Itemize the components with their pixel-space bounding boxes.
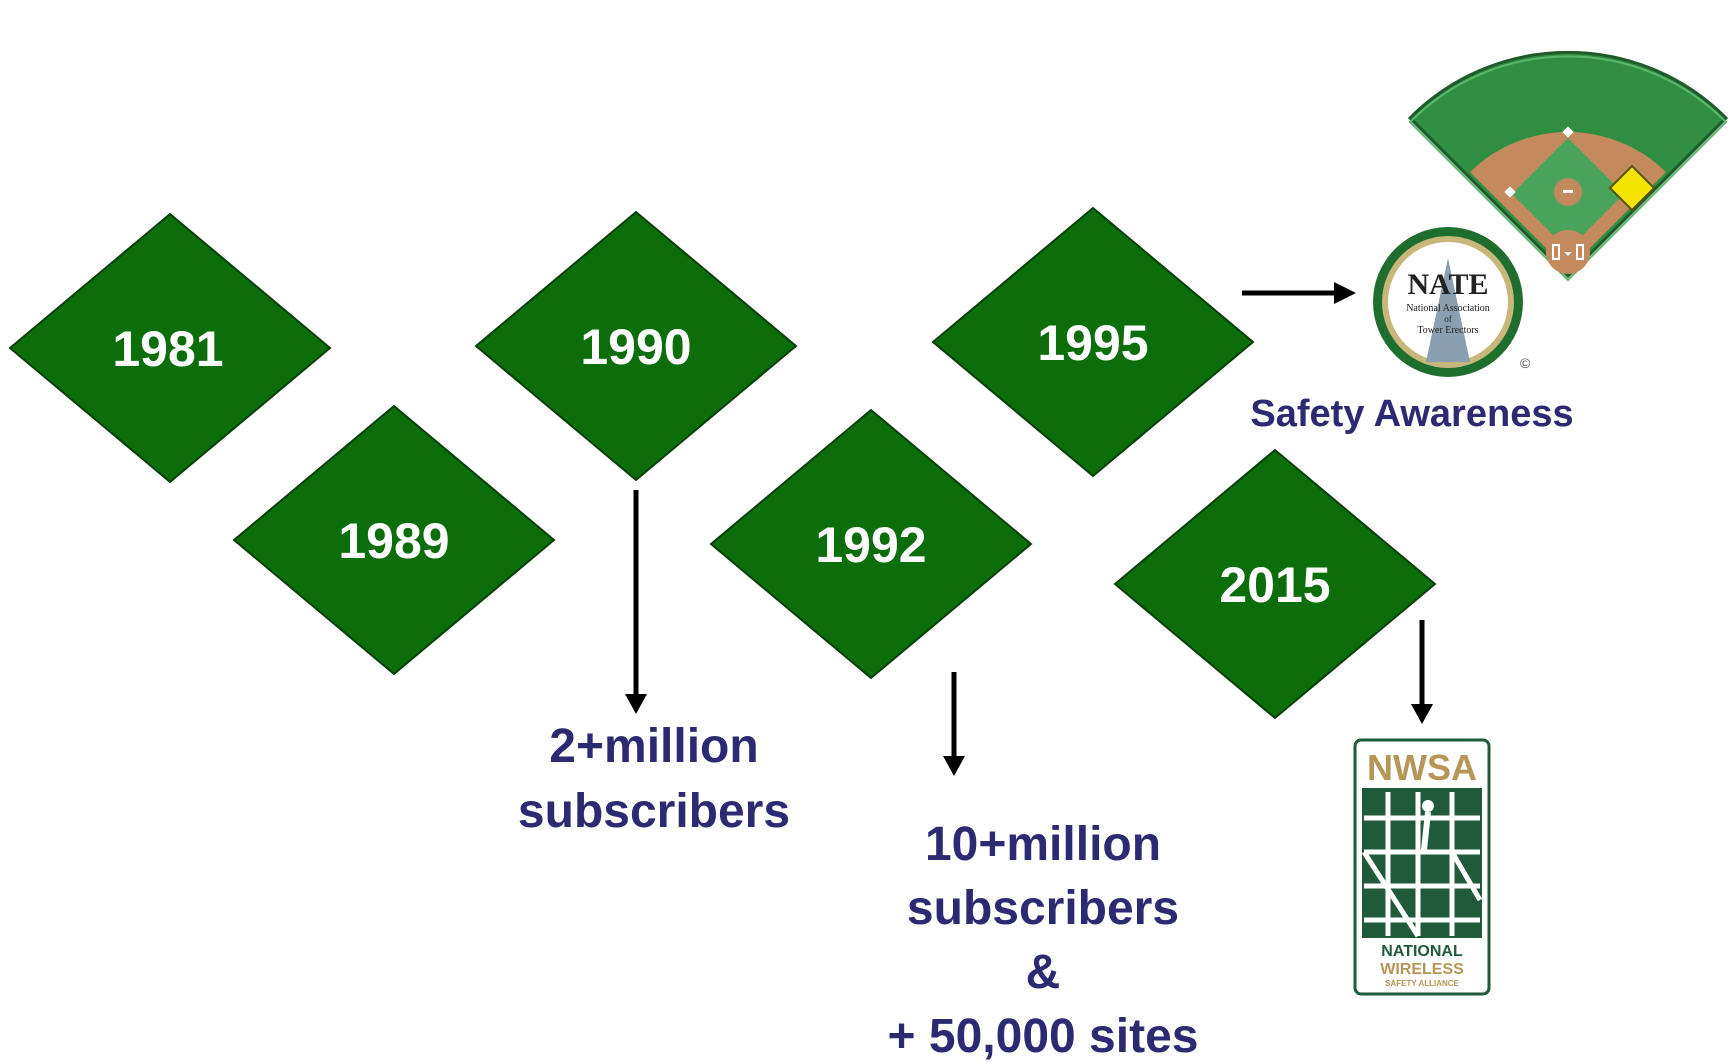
- arrow-1995: [1242, 282, 1356, 304]
- nate-sub3: Tower Erectors: [1417, 325, 1478, 336]
- diamond-1989: 1989: [232, 404, 556, 676]
- year-label-2015: 2015: [1219, 557, 1330, 613]
- diamond-2015: 2015: [1113, 448, 1437, 720]
- nate-logo: NATE National Association of Tower Erect…: [1373, 227, 1531, 377]
- nate-sub2: of: [1444, 314, 1452, 324]
- nwsa-line2: WIRELESS: [1380, 961, 1464, 978]
- baseball-field-icon: [1407, 50, 1729, 282]
- nwsa-logo: NWSA NATIONAL WIRELESS SAFETY ALLIANCE: [1353, 738, 1491, 996]
- nwsa-title: NWSA: [1367, 747, 1477, 788]
- note-1990-line2: subscribers: [518, 785, 790, 838]
- diamond-1995: 1995: [931, 206, 1255, 478]
- note-1992-line4: + 50,000 sites: [888, 1010, 1199, 1062]
- year-label-1992: 1992: [815, 517, 926, 573]
- year-label-1981: 1981: [112, 321, 223, 377]
- diamond-1990: 1990: [474, 210, 798, 482]
- note-1990-line1: 2+million: [549, 720, 758, 773]
- diamond-1981: 1981: [8, 212, 332, 484]
- nate-sub1: National Association: [1406, 303, 1490, 314]
- nwsa-line1: NATIONAL: [1381, 943, 1463, 960]
- note-1992-line3: &: [1026, 946, 1061, 999]
- note-1992-line1: 10+million: [925, 818, 1161, 871]
- year-label-1990: 1990: [580, 319, 691, 375]
- nwsa-line3: SAFETY ALLIANCE: [1385, 979, 1459, 988]
- diamond-1992: 1992: [709, 408, 1033, 680]
- year-label-1995: 1995: [1037, 315, 1148, 371]
- safety-awareness-caption: Safety Awareness: [1250, 393, 1573, 435]
- nate-title: NATE: [1407, 268, 1488, 301]
- note-1992-line2: subscribers: [907, 882, 1179, 935]
- year-label-1989: 1989: [338, 513, 449, 569]
- arrow-1992: [943, 672, 965, 776]
- nate-mark: ©: [1520, 355, 1531, 371]
- arrow-1990: [625, 490, 647, 714]
- arrow-2015: [1411, 620, 1433, 724]
